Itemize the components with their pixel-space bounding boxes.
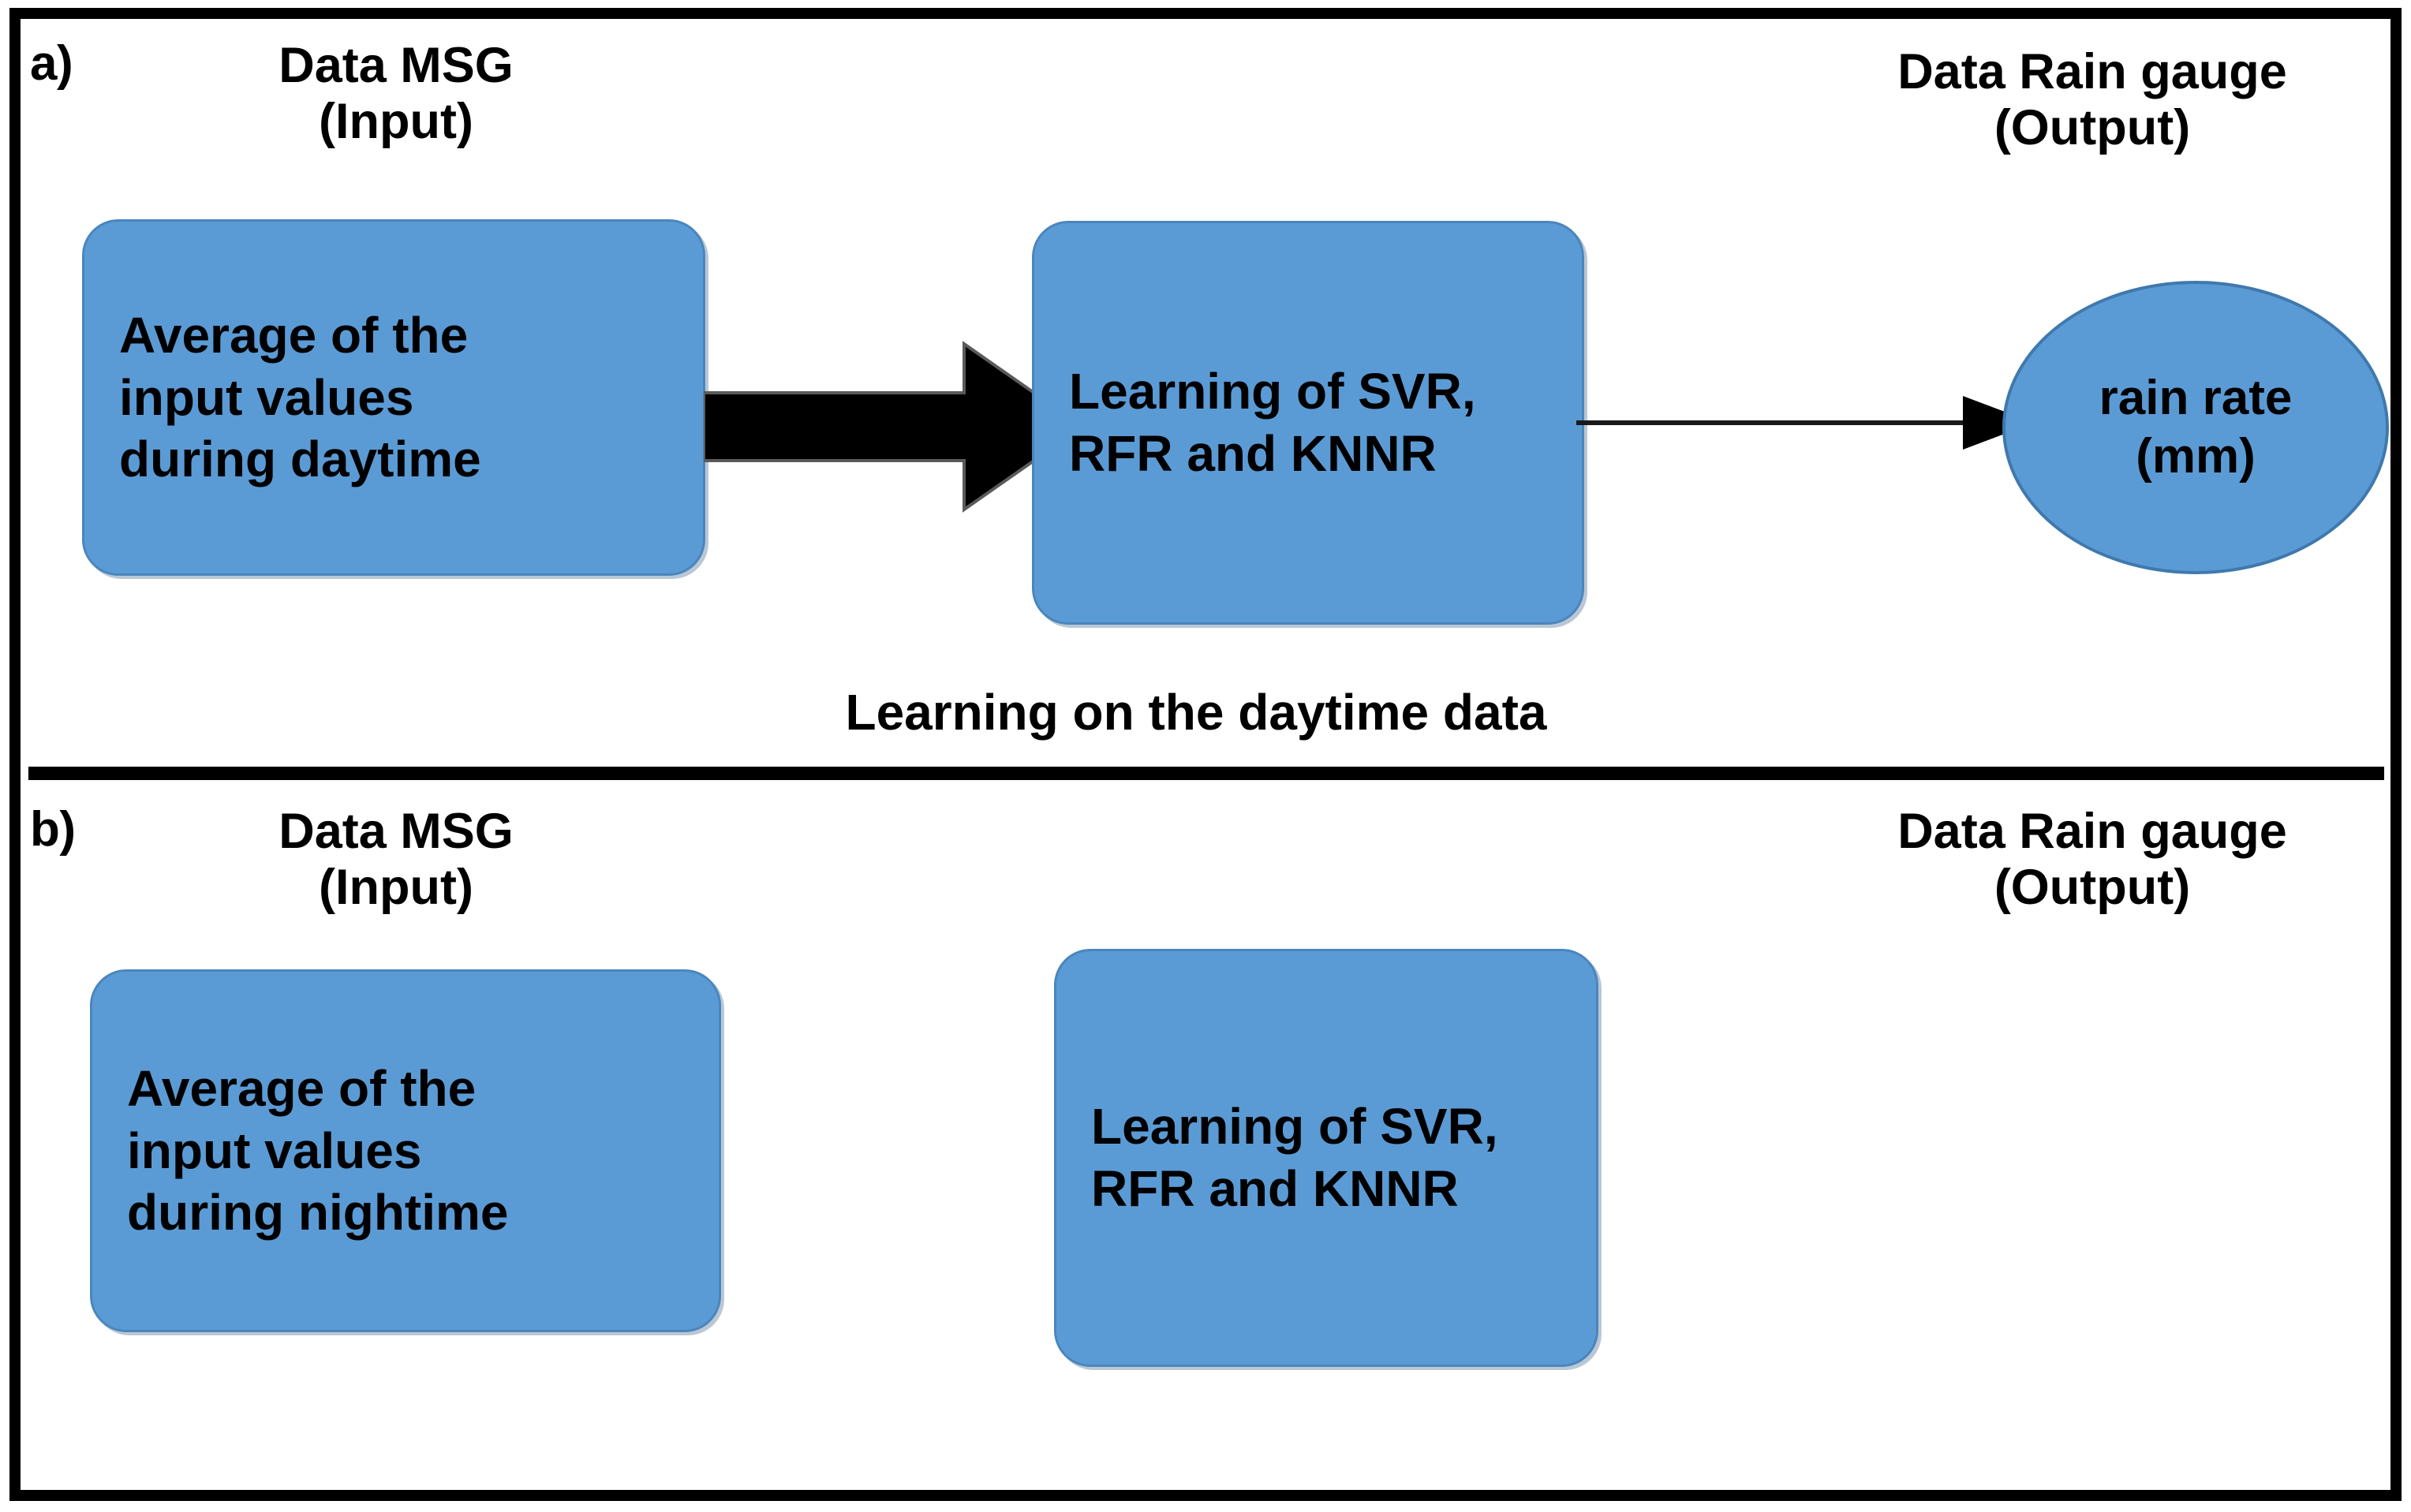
- panel-a-learning-box-text: Learning of SVR, RFR and KNNR: [1069, 363, 1476, 482]
- panel-a-output-ellipse: rain rate (mm): [2002, 281, 2389, 574]
- panel-a-output-caption-line1: Data Rain gauge: [1897, 44, 2287, 99]
- panel-a-letter: a): [30, 36, 73, 91]
- panel-b-output-caption: Data Rain gauge (Output): [1792, 804, 2392, 915]
- panel-a: a) Data MSG (Input) Data Rain gauge (Out…: [21, 19, 2390, 767]
- panel-a-learning-box: Learning of SVR, RFR and KNNR: [1032, 221, 1584, 625]
- panel-b-input-caption: Data MSG (Input): [96, 804, 696, 915]
- panel-a-thin-arrow-icon: [1576, 375, 2034, 470]
- panel-a-input-caption-line1: Data MSG: [278, 38, 514, 93]
- panel-b-letter: b): [30, 802, 76, 857]
- panel-b-output-caption-line1: Data Rain gauge: [1897, 804, 2287, 859]
- panel-a-output-caption-line2: (Output): [1994, 99, 2191, 155]
- panel-divider-line: [28, 767, 2384, 780]
- panel-b-output-caption-line2: (Output): [1994, 859, 2191, 915]
- panel-a-output-caption: Data Rain gauge (Output): [1792, 44, 2392, 155]
- panel-a-thick-arrow-icon: [702, 336, 1086, 517]
- panel-b-input-box: Average of the input values during night…: [90, 969, 721, 1332]
- panel-b-input-box-text: Average of the input values during night…: [127, 1059, 509, 1241]
- panel-a-caption: Learning on the daytime data: [845, 684, 1547, 741]
- panel-a-input-box-text: Average of the input values during dayti…: [119, 306, 481, 488]
- panel-b-input-caption-line1: Data MSG: [278, 804, 514, 859]
- panel-b-learning-box: Learning of SVR, RFR and KNNR: [1054, 949, 1598, 1367]
- panel-b-learning-box-text: Learning of SVR, RFR and KNNR: [1091, 1098, 1498, 1217]
- panel-b: b) Data MSG (Input) Data Rain gauge (Out…: [21, 780, 2390, 1501]
- panel-a-output-ellipse-text: rain rate (mm): [2099, 370, 2293, 483]
- panel-a-input-box: Average of the input values during dayti…: [82, 219, 705, 576]
- panel-a-input-caption: Data MSG (Input): [96, 38, 696, 149]
- panel-a-input-caption-line2: (Input): [319, 93, 473, 149]
- panel-b-input-caption-line2: (Input): [319, 859, 473, 915]
